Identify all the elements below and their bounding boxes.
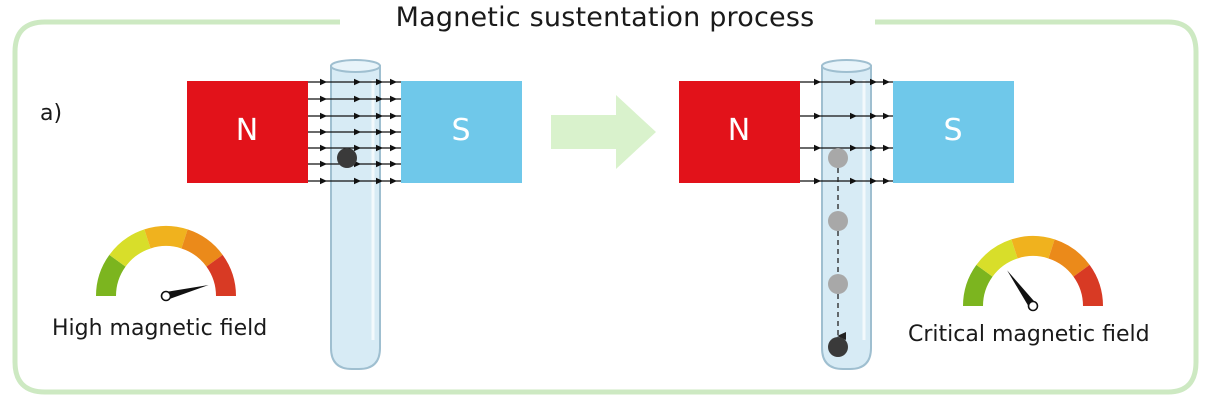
gauge-segment xyxy=(1073,264,1103,306)
field-arrow xyxy=(850,144,857,152)
gauge-segment xyxy=(206,254,236,296)
diagram-title: Magnetic sustentation process xyxy=(395,2,815,33)
field-arrow xyxy=(354,128,361,136)
levitating-ball xyxy=(337,148,357,168)
gauge-needle xyxy=(165,285,209,300)
field-arrow xyxy=(320,177,327,185)
field-arrow xyxy=(850,112,857,120)
test-tube-rim xyxy=(330,59,381,73)
field-arrow xyxy=(320,112,327,120)
field-arrow xyxy=(390,160,397,168)
field-arrow xyxy=(883,112,890,120)
north-label: N xyxy=(727,113,751,148)
south-magnet xyxy=(893,81,1014,183)
field-arrow xyxy=(390,128,397,136)
field-arrow xyxy=(354,144,361,152)
field-arrow xyxy=(814,112,821,120)
field-arrow xyxy=(376,160,383,168)
south-label: S xyxy=(943,113,963,148)
field-arrow xyxy=(870,112,877,120)
falling-ball-1 xyxy=(828,148,848,168)
test-tube xyxy=(330,65,381,370)
gauge-label-high: High magnetic field xyxy=(52,316,268,341)
field-arrow xyxy=(376,78,383,86)
field-arrow xyxy=(883,144,890,152)
gauge-segment xyxy=(181,229,223,267)
field-arrow xyxy=(870,144,877,152)
field-lines xyxy=(308,78,401,185)
field-arrow xyxy=(883,78,890,86)
field-arrow xyxy=(814,144,821,152)
gauge-label-critical: Critical magnetic field xyxy=(908,322,1150,347)
field-arrow xyxy=(376,177,383,185)
field-arrow xyxy=(883,177,890,185)
panel-label: a) xyxy=(40,101,63,126)
field-lines xyxy=(800,78,893,185)
field-arrow xyxy=(354,95,361,103)
gauge-segment xyxy=(976,239,1018,277)
gauge-segment xyxy=(96,254,126,296)
left-setup xyxy=(187,59,522,370)
gauge-segment xyxy=(109,229,151,267)
field-arrow xyxy=(814,78,821,86)
field-arrow xyxy=(376,144,383,152)
field-arrow xyxy=(320,95,327,103)
gauge-segment xyxy=(963,264,993,306)
field-arrow xyxy=(376,112,383,120)
gauge-pivot xyxy=(160,290,172,302)
gauge-high-field xyxy=(96,226,236,302)
field-arrow xyxy=(850,78,857,86)
north-magnet xyxy=(187,81,308,183)
field-arrow xyxy=(850,177,857,185)
gauge-critical-field xyxy=(963,235,1103,312)
field-arrow xyxy=(320,144,327,152)
field-arrow xyxy=(870,177,877,185)
test-tube-rim xyxy=(821,59,872,73)
gauge-needle xyxy=(1007,270,1037,309)
field-arrow xyxy=(390,78,397,86)
south-magnet xyxy=(401,81,522,183)
field-arrow xyxy=(320,78,327,86)
field-arrow xyxy=(390,177,397,185)
gauge-segment xyxy=(1011,235,1055,259)
gauge-pivot xyxy=(1027,300,1039,312)
field-arrow xyxy=(354,78,361,86)
field-arrow xyxy=(814,177,821,185)
field-arrow xyxy=(376,95,383,103)
gauge-segment xyxy=(1048,239,1090,277)
gauge-segment xyxy=(144,226,188,249)
field-arrow xyxy=(354,112,361,120)
field-arrow xyxy=(870,78,877,86)
field-arrow xyxy=(376,128,383,136)
frame-border xyxy=(12,19,1199,395)
fallen-ball xyxy=(828,337,848,357)
field-arrow xyxy=(320,160,327,168)
field-arrow xyxy=(320,128,327,136)
field-arrow xyxy=(390,112,397,120)
north-label: N xyxy=(235,113,259,148)
field-arrow xyxy=(390,144,397,152)
field-arrow xyxy=(354,177,361,185)
field-arrow xyxy=(390,95,397,103)
south-label: S xyxy=(451,113,471,148)
right-setup xyxy=(679,59,1014,370)
north-magnet xyxy=(679,81,800,183)
process-arrow xyxy=(551,95,656,169)
falling-ball-2 xyxy=(828,211,848,231)
falling-ball-3 xyxy=(828,274,848,294)
